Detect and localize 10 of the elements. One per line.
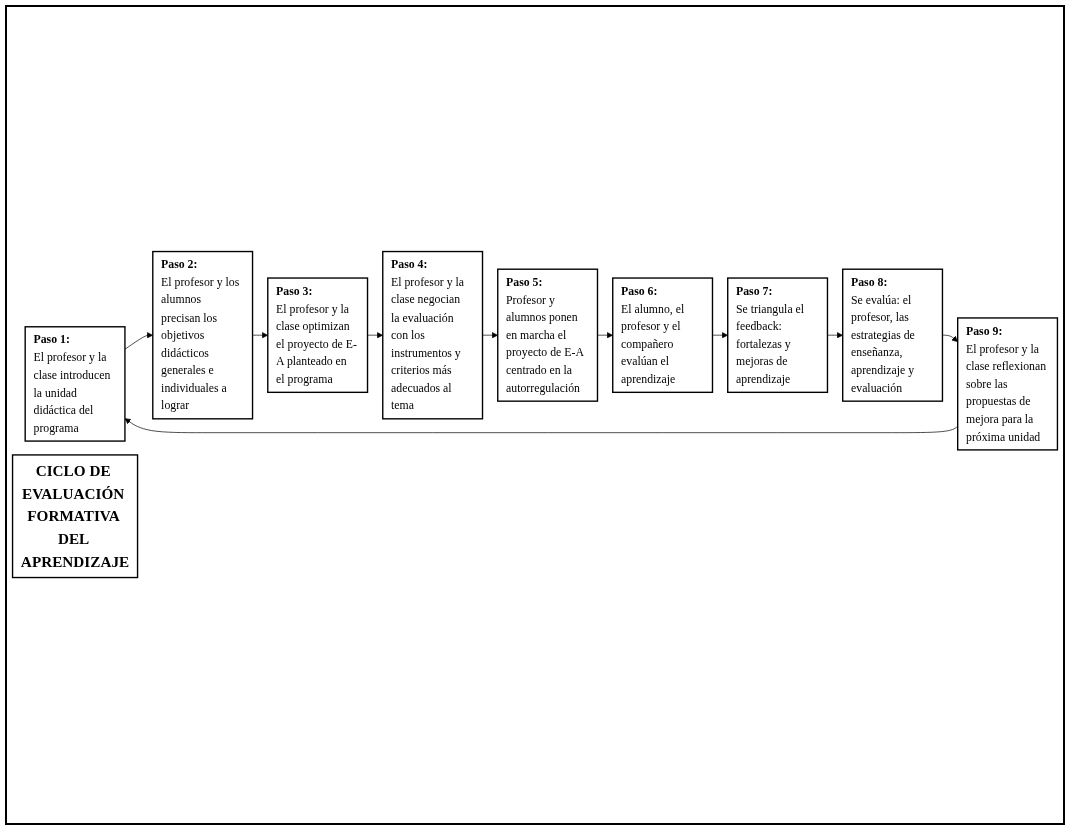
- node-box: CICLO DE EVALUACIÓN FORMATIVA DEL APRENDIZAJE: [11, 454, 139, 579]
- node-box: Paso 1: El profesor y la clase introducen la unidad didáctica del programa: [24, 326, 126, 443]
- node-box: Paso 8: Se evalúa: el profesor, las estrategias de enseñanza, aprendizaje y evaluación: [842, 268, 944, 403]
- node-box: Paso 3: El profesor y la clase optimizan el proyecto de E-A planteado en el programa: [267, 277, 369, 394]
- node-box: Paso 5: Profesor y alumnos ponen en marcha el proyecto de E-A centrado en la autorregulación: [497, 268, 599, 403]
- node-box: Paso 7: Se triangula el feedback: fortalezas y mejoras de aprendizaje: [727, 277, 829, 394]
- node-box: Paso 4: El profesor y la clase negocian la evaluación con los instrumentos y criterios más adecuados al tema: [382, 251, 484, 420]
- node-box: Paso 2: El profesor y los alumnos precisan los objetivos didácticos generales e individuales a lograr: [152, 251, 254, 420]
- node-box: Paso 6: El alumno, el profesor y el compañero evalúan el aprendizaje: [612, 277, 714, 394]
- node-box: Paso 9: El profesor y la clase reflexionan sobre las propuestas de mejora para la próxima unidad: [957, 317, 1059, 452]
